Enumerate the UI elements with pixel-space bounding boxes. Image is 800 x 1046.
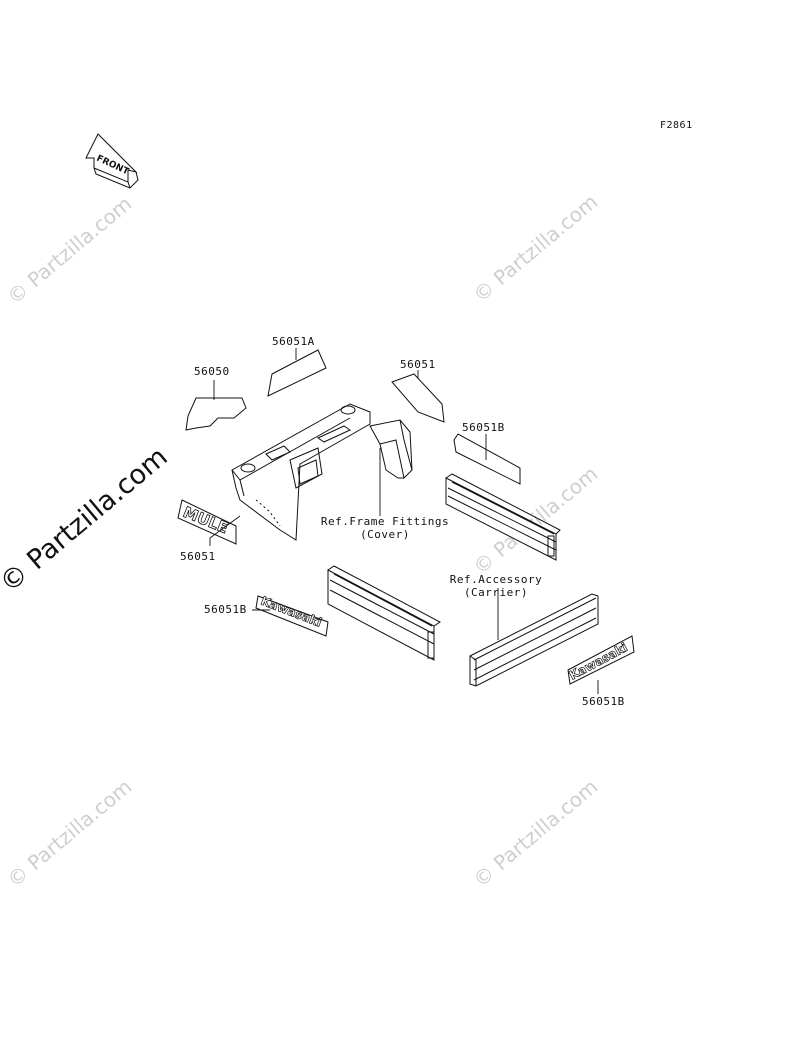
mule-emblem-text: MULE	[181, 503, 231, 537]
leader-lines	[209, 348, 599, 694]
ref-accessory-carrier-line1: Ref.Accessory	[449, 573, 543, 586]
rear-body-cover	[231, 403, 371, 541]
decal-56051-right	[391, 373, 445, 423]
side-gate-right	[445, 473, 561, 561]
part-label-56051-upper: 56051	[400, 358, 436, 371]
decal-56050	[185, 397, 247, 431]
ref-frame-fittings-line2: (Cover)	[360, 528, 410, 541]
figure-code: F2861	[660, 120, 693, 131]
decal-56051A	[267, 349, 327, 397]
part-label-56051A: 56051A	[272, 335, 315, 348]
ref-frame-fittings: Ref.Frame Fittings (Cover)	[312, 515, 458, 541]
kawasaki-emblem-right-text: Kawasaki	[567, 640, 630, 682]
ref-accessory-carrier-line2: (Carrier)	[463, 586, 529, 599]
part-label-56051B-upper: 56051B	[462, 421, 505, 434]
frame-fitting-bracket	[369, 419, 413, 480]
ref-frame-fittings-line1: Ref.Frame Fittings	[320, 515, 450, 528]
part-label-56051B-left: 56051B	[204, 603, 247, 616]
kawasaki-emblem-left: Kawasaki	[255, 593, 329, 637]
mule-emblem: MULE	[177, 499, 237, 545]
part-label-56051-lower: 56051	[180, 550, 216, 563]
kawasaki-emblem-right: Kawasaki	[566, 635, 635, 685]
front-arrow-icon: FRONT	[85, 133, 139, 189]
ref-accessory-carrier: Ref.Accessory (Carrier)	[440, 573, 552, 599]
decal-56051B-upper	[453, 433, 521, 485]
tail-gate	[469, 593, 599, 687]
part-label-56050: 56050	[194, 365, 230, 378]
side-gate-left	[327, 565, 441, 661]
part-label-56051B-right: 56051B	[582, 695, 625, 708]
